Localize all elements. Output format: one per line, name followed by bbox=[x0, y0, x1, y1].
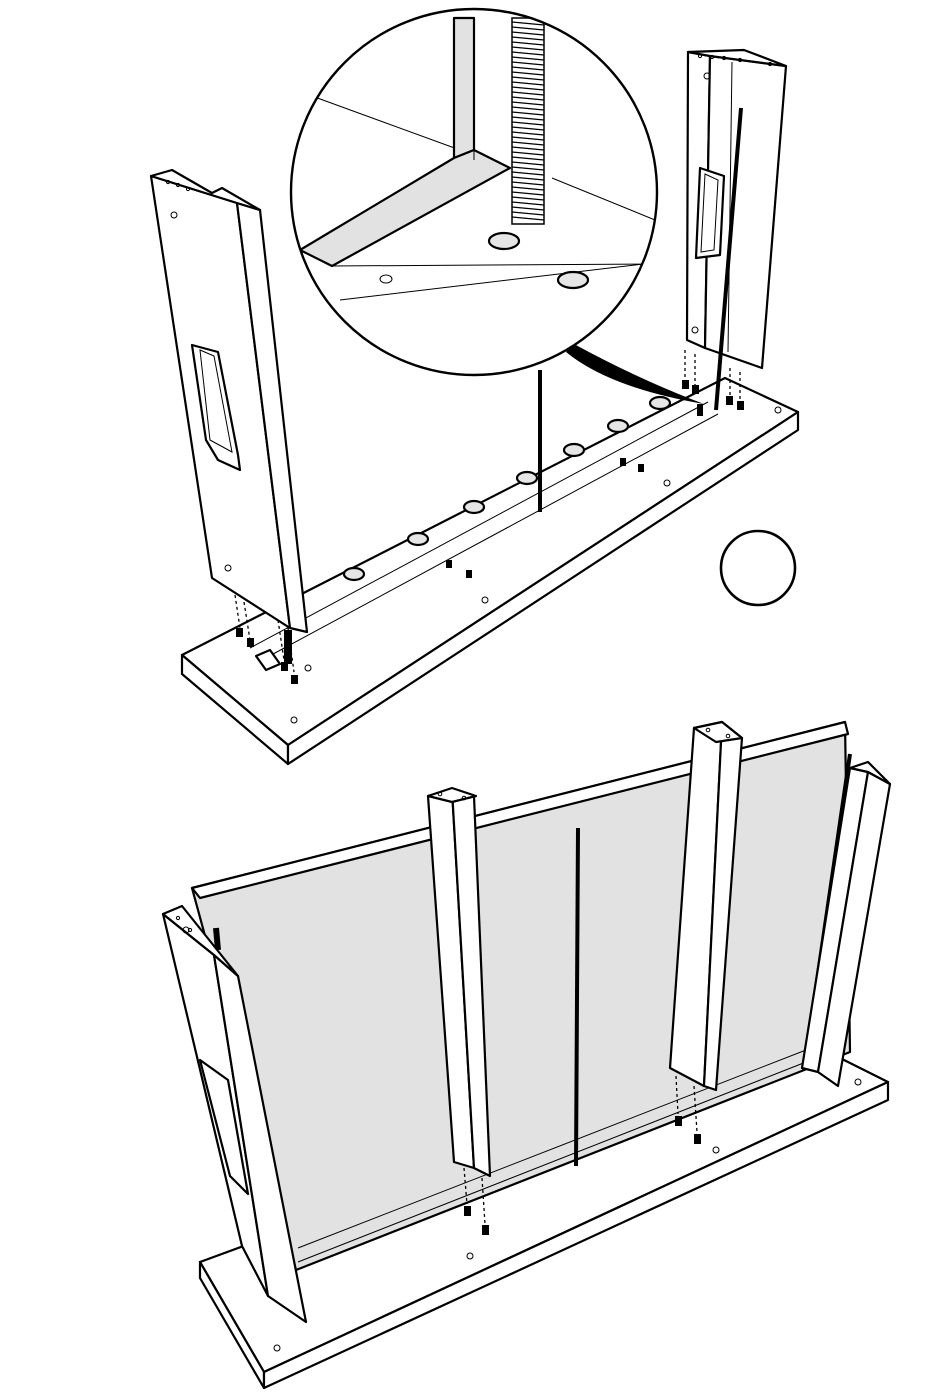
left-side-panel bbox=[151, 170, 307, 632]
step-2-group bbox=[163, 722, 890, 1388]
magnified-callout bbox=[290, 9, 660, 375]
right-side-panel bbox=[687, 50, 786, 368]
threaded-rod-middle bbox=[576, 828, 578, 1166]
callout-pointer bbox=[566, 344, 704, 404]
threaded-rod-left-stub bbox=[216, 928, 218, 950]
threaded-rod-closeup bbox=[512, 18, 544, 224]
step-1-group bbox=[151, 9, 798, 764]
empty-circle-icon bbox=[721, 531, 795, 605]
